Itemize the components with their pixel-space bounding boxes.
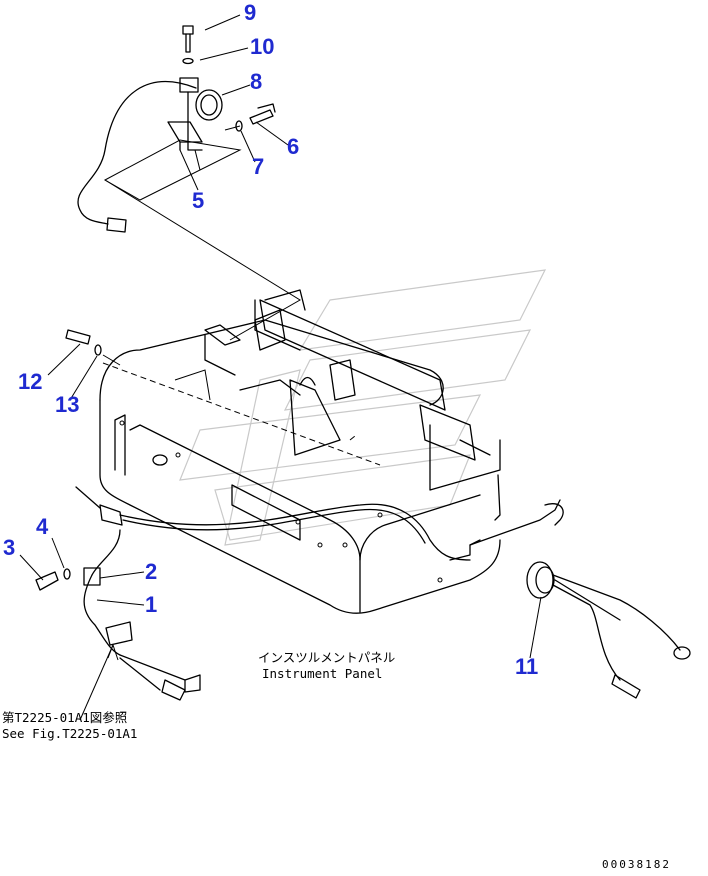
watermark-logo xyxy=(179,269,547,546)
connector-harness xyxy=(526,561,691,699)
serial-number: 00038182 xyxy=(602,858,671,871)
callout-1: 1 xyxy=(145,592,158,617)
callout-9: 9 xyxy=(244,0,257,25)
callout-3: 3 xyxy=(3,535,16,560)
bracket-assembly xyxy=(77,25,301,341)
bolt-12-13 xyxy=(65,329,121,366)
instrument-panel-body xyxy=(99,319,501,614)
reference-note-jp: 第T2225-01A1図参照 xyxy=(2,710,128,725)
callout-12: 12 xyxy=(18,369,43,394)
callout-11: 11 xyxy=(515,654,539,679)
left-harness xyxy=(35,529,201,721)
callout-8: 8 xyxy=(250,69,263,94)
wire-harness xyxy=(75,486,471,561)
callout-10: 10 xyxy=(250,34,275,59)
panel-label-jp: インスツルメントパネル xyxy=(258,650,396,665)
panel-label-en: Instrument Panel xyxy=(262,666,383,681)
leader-lines xyxy=(19,14,289,606)
reference-note-en: See Fig.T2225-01A1 xyxy=(2,726,138,741)
callout-13: 13 xyxy=(55,392,80,417)
callout-6: 6 xyxy=(287,134,300,159)
callout-2: 2 xyxy=(145,559,158,584)
callout-4: 4 xyxy=(36,514,49,539)
mounting-frame xyxy=(174,289,564,561)
callout-5: 5 xyxy=(192,188,205,213)
callout-7: 7 xyxy=(252,154,265,179)
